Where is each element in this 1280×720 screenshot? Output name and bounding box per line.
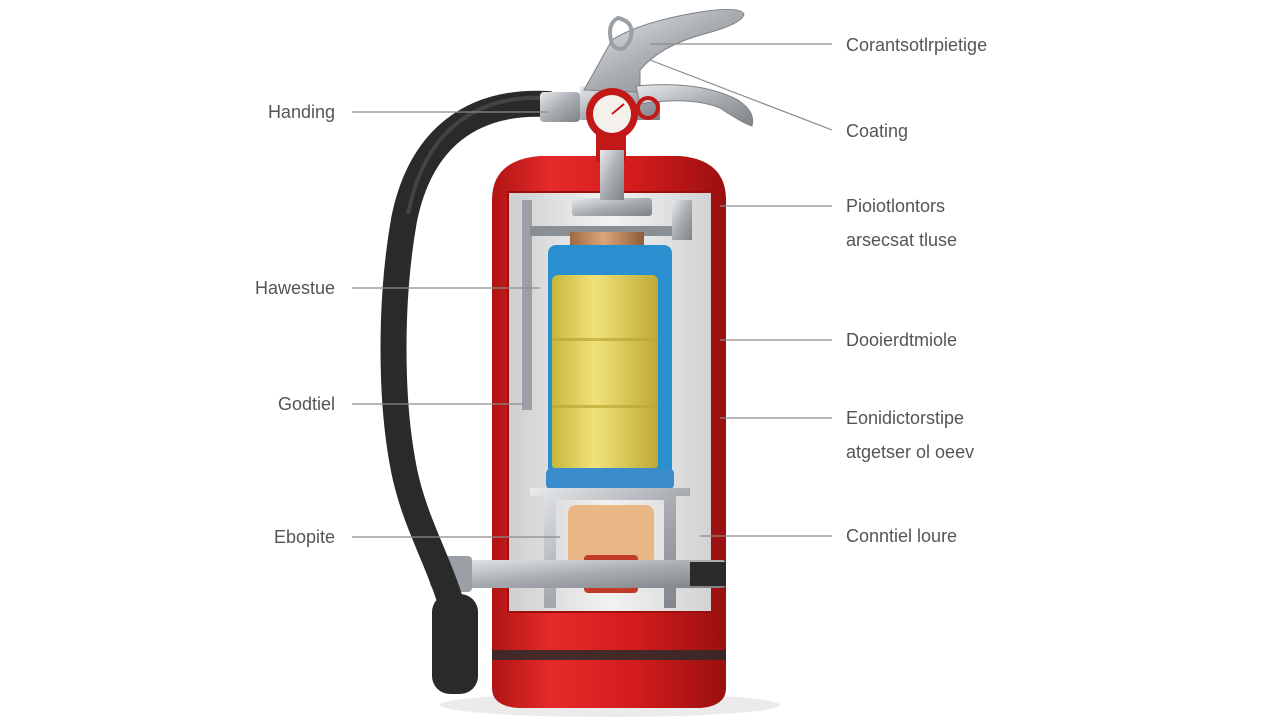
lower-cage [530,488,690,608]
label-line: Eonidictorstipe [846,408,965,428]
label-line: Conntiel loure [846,526,958,546]
inner-valve-stem [600,150,624,200]
label-line: Corantsotlrpietige [846,35,988,55]
label-hawestue: Hawestue [255,271,335,305]
gauge-side-ring [636,96,660,120]
hose-nozzle [432,594,478,694]
label-dooierdimble: Dooierdtmiole [846,323,957,357]
label-godtiel: Godtiel [278,387,335,421]
leader-line-coating [649,59,833,131]
label-eonidictorstipe: Eonidictorstipe atgetser ol oeev [846,401,974,469]
siphon-tube [522,200,532,410]
label-line: Coating [846,121,909,141]
hose-highlight [406,95,549,215]
side-valve [672,200,692,240]
label-line: Pioiotlontors [846,196,946,216]
label-coating: Coating [846,114,908,148]
band-right-strap [690,562,726,586]
hose [380,90,561,613]
cartridge-base-ring [546,468,674,490]
label-line: arsecsat tluse [846,230,958,250]
label-line: Hawestue [254,278,335,298]
combustion-chamber [568,505,654,565]
carry-handle [583,8,745,93]
label-line: Handing [267,102,335,122]
label-conntiel: Conntiel loure [846,519,957,553]
safety-pin-ring [608,15,634,52]
label-corantsot: Corantsotlrpietige [846,28,987,62]
hose-coupling [540,92,580,122]
leader-lines-left [352,111,560,538]
pressure-gauge-needle [611,103,625,115]
inner-valve-cap [572,198,652,216]
label-ebopile: Ebopite [274,520,335,554]
cartridge-band-low [552,405,658,408]
label-handling: Handing [268,95,335,129]
label-pioiotlontors: Pioiotlontors arsecsat tluse [846,189,957,257]
cartridge-band-mid [552,338,658,341]
squeeze-lever [635,84,754,127]
label-line: Dooierdtmiole [846,330,958,350]
label-line: Godtiel [277,394,335,414]
label-line: atgetser ol oeev [846,442,975,462]
label-line: Ebopite [273,527,335,547]
leader-lines-right [649,43,833,537]
mounting-band [430,560,726,588]
cartridge-core [552,275,658,470]
cylinder-base-ring [492,650,726,660]
